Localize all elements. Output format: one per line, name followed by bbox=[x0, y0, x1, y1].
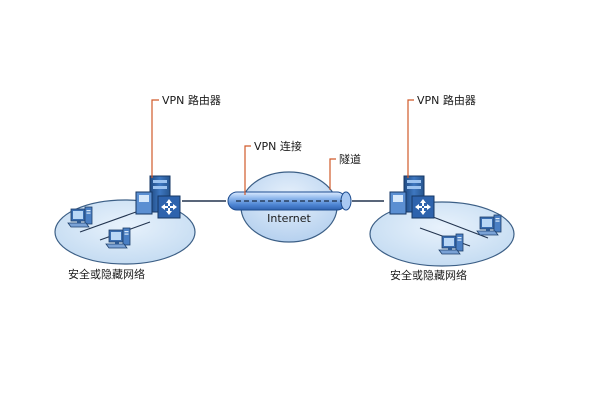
label-tunnel: 隧道 bbox=[339, 152, 361, 166]
label-network-left: 安全或隐藏网络 bbox=[68, 267, 145, 281]
callout-router-left bbox=[151, 99, 159, 178]
label-network-right: 安全或隐藏网络 bbox=[390, 268, 467, 282]
left-computer-icon-1 bbox=[67, 206, 93, 228]
label-internet: Internet bbox=[267, 212, 311, 225]
callout-vpn-connection bbox=[244, 145, 251, 195]
vpn-tunnel bbox=[227, 191, 352, 211]
left-vpn-router-icon bbox=[135, 175, 181, 219]
callout-router-right bbox=[407, 99, 414, 178]
label-router-left: VPN 路由器 bbox=[162, 93, 221, 107]
callout-tunnel bbox=[329, 158, 336, 190]
left-computer-icon-2 bbox=[105, 227, 131, 249]
callout-lines bbox=[151, 99, 414, 195]
label-vpn-connection: VPN 连接 bbox=[254, 140, 302, 153]
right-secure-network-ellipse bbox=[369, 201, 515, 267]
right-computer-icon-2 bbox=[438, 233, 464, 255]
right-vpn-router-icon bbox=[389, 175, 435, 219]
right-computer-icon-1 bbox=[476, 214, 502, 236]
label-router-right: VPN 路由器 bbox=[417, 93, 476, 107]
